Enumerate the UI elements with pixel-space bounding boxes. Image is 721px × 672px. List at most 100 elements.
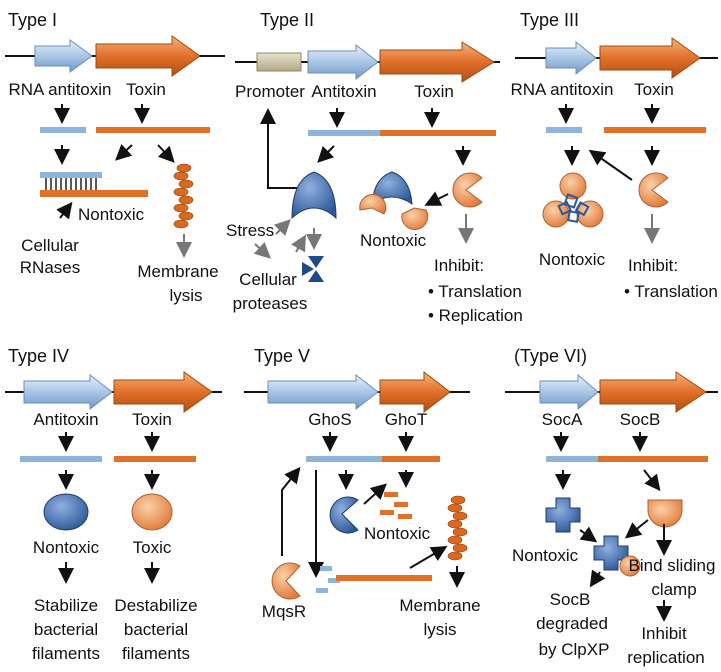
rna-antitoxin-gene-arrow — [545, 40, 597, 76]
antitoxin-transcript — [308, 130, 380, 136]
type-ii-inhibit-label: Inhibit: — [434, 256, 485, 275]
toxin-protein — [131, 493, 173, 531]
type-iv-bacterial-label: bacterial — [33, 620, 99, 639]
soca-transcript — [546, 456, 598, 462]
type-ii-stress-label: Stress — [226, 221, 275, 240]
type-iv-bacterial2-label: bacterial — [123, 620, 189, 639]
antitoxin-gene-arrow — [23, 373, 113, 411]
type-ii-nontoxic-label: Nontoxic — [360, 231, 427, 250]
antitoxin-gene-arrow — [307, 43, 379, 81]
type-iv-antitoxin-label: Antitoxin — [33, 410, 99, 429]
panel-type-i-graphics — [5, 35, 225, 258]
ghot-gene-arrow — [379, 370, 451, 414]
panel-type-v-graphics — [244, 370, 470, 600]
promoter-box — [256, 52, 302, 72]
ghot-mrna-fragments — [380, 492, 412, 519]
type-v-ghos-label: GhoS — [308, 410, 352, 429]
degraded-antitoxin-fragments — [302, 256, 324, 282]
type-v-ghot-label: GhoT — [384, 410, 428, 429]
toxin-gene-arrow — [113, 371, 213, 413]
type-iv-nontoxic-label: Nontoxic — [32, 538, 100, 557]
cleaved-mrna-fragments — [316, 566, 340, 593]
type-i-nontoxic-label: Nontoxic — [78, 205, 145, 224]
type-v-mqsr-label: MqsR — [261, 602, 307, 621]
type-vi-socb2-label: SocB — [549, 590, 591, 609]
type-vi-clamp-label: clamp — [651, 580, 697, 599]
type-vi-bind-sliding-label: Bind sliding — [628, 556, 716, 575]
toxin-gene-arrow — [599, 37, 701, 79]
type-iv-toxin-label: Toxin — [132, 410, 172, 429]
socb-protein — [647, 499, 683, 528]
socb-gene-arrow — [599, 371, 707, 413]
triangular-ta-complex — [542, 172, 604, 228]
type-i-rna-antitoxin-label: RNA antitoxin — [8, 80, 112, 99]
rna-duplex — [40, 172, 148, 197]
type-iii-nontoxic-label: Nontoxic — [538, 250, 606, 269]
type-ii-replication-label: • Replication — [428, 306, 523, 325]
soca-socb-complex — [593, 535, 641, 577]
type-i-rnases-label: RNases — [19, 258, 81, 277]
type-vi-soca-label: SocA — [541, 410, 583, 429]
toxin-transcript — [96, 127, 210, 133]
panel-type-vi-graphics — [505, 371, 718, 622]
panel-type-iv-graphics — [5, 371, 222, 584]
toxin-gene-arrow — [379, 41, 495, 83]
type-i-lysis-label: lysis — [169, 286, 203, 305]
type-iv-filaments2-label: filaments — [121, 644, 191, 663]
mqsr-protein — [271, 562, 301, 600]
type-iv-destabilize-label: Destabilize — [114, 596, 198, 615]
type-i-cellular-label: Cellular — [21, 236, 79, 255]
type-iii-translation-label: • Translation — [624, 282, 718, 301]
type-vi-replication-label: replication — [627, 648, 705, 667]
antitoxin-transcript — [20, 456, 102, 462]
type-v-lysis-label: lysis — [423, 620, 457, 639]
toxin-transcript — [114, 456, 196, 462]
toxin-protein — [452, 172, 483, 208]
type-vi-socb-label: SocB — [619, 410, 661, 429]
type-iii-inhibit-label: Inhibit: — [628, 256, 679, 275]
type-v-membrane-label: Membrane — [399, 596, 481, 615]
rna-antitoxin-transcript — [40, 127, 86, 133]
panel-type-iii-graphics — [515, 37, 718, 244]
type-ii-proteases-label: proteases — [232, 294, 308, 313]
type-iv-filaments-label: filaments — [31, 644, 101, 663]
toxin-protein — [638, 172, 669, 208]
membrane-toxin-helix — [447, 495, 468, 561]
type-ii-cellular-label: Cellular — [239, 270, 297, 289]
membrane-toxin-helix — [173, 163, 194, 229]
type-v-title: Type V — [254, 346, 311, 366]
type-iii-rna-antitoxin-label: RNA antitoxin — [510, 80, 614, 99]
type-ii-translation-label: • Translation — [428, 282, 522, 301]
soca-gene-arrow — [539, 373, 599, 411]
ghos-gene-arrow — [267, 373, 379, 411]
type-iv-toxic-label: Toxic — [132, 538, 172, 557]
socb-transcript — [598, 456, 708, 462]
antitoxin-protein — [291, 171, 337, 220]
toxin-gene-arrow — [95, 35, 201, 77]
type-vi-title: (Type VI) — [514, 346, 588, 366]
type-iii-toxin-label: Toxin — [634, 80, 674, 99]
type-i-membrane-label: Membrane — [137, 262, 219, 281]
type-vi-degraded-label: degraded — [536, 614, 608, 633]
antitoxin-protein — [43, 493, 89, 531]
ghos-transcript — [306, 456, 382, 462]
type-iv-title: Type IV — [8, 346, 70, 366]
type-vi-nontoxic-label: Nontoxic — [512, 546, 579, 565]
type-vi-by-clpxp-label: by ClpXP — [538, 640, 610, 659]
type-i-title: Type I — [8, 10, 58, 30]
rna-antitoxin-gene-arrow — [34, 39, 93, 73]
type-i-toxin-label: Toxin — [126, 80, 166, 99]
type-ii-antitoxin-label: Antitoxin — [311, 82, 377, 101]
type-iv-stabilize-label: Stabilize — [33, 596, 99, 615]
type-vi-inhibit-label: Inhibit — [641, 624, 687, 643]
type-ii-toxin-label: Toxin — [414, 82, 454, 101]
type-ii-promoter-label: Promoter — [235, 82, 305, 101]
type-v-nontoxic-label: Nontoxic — [364, 524, 431, 543]
rna-antitoxin-transcript — [546, 127, 582, 133]
panel-type-ii-graphics — [235, 41, 500, 282]
ta-complex — [359, 171, 429, 231]
type-iii-title: Type III — [520, 10, 580, 30]
soca-protein — [545, 497, 581, 533]
